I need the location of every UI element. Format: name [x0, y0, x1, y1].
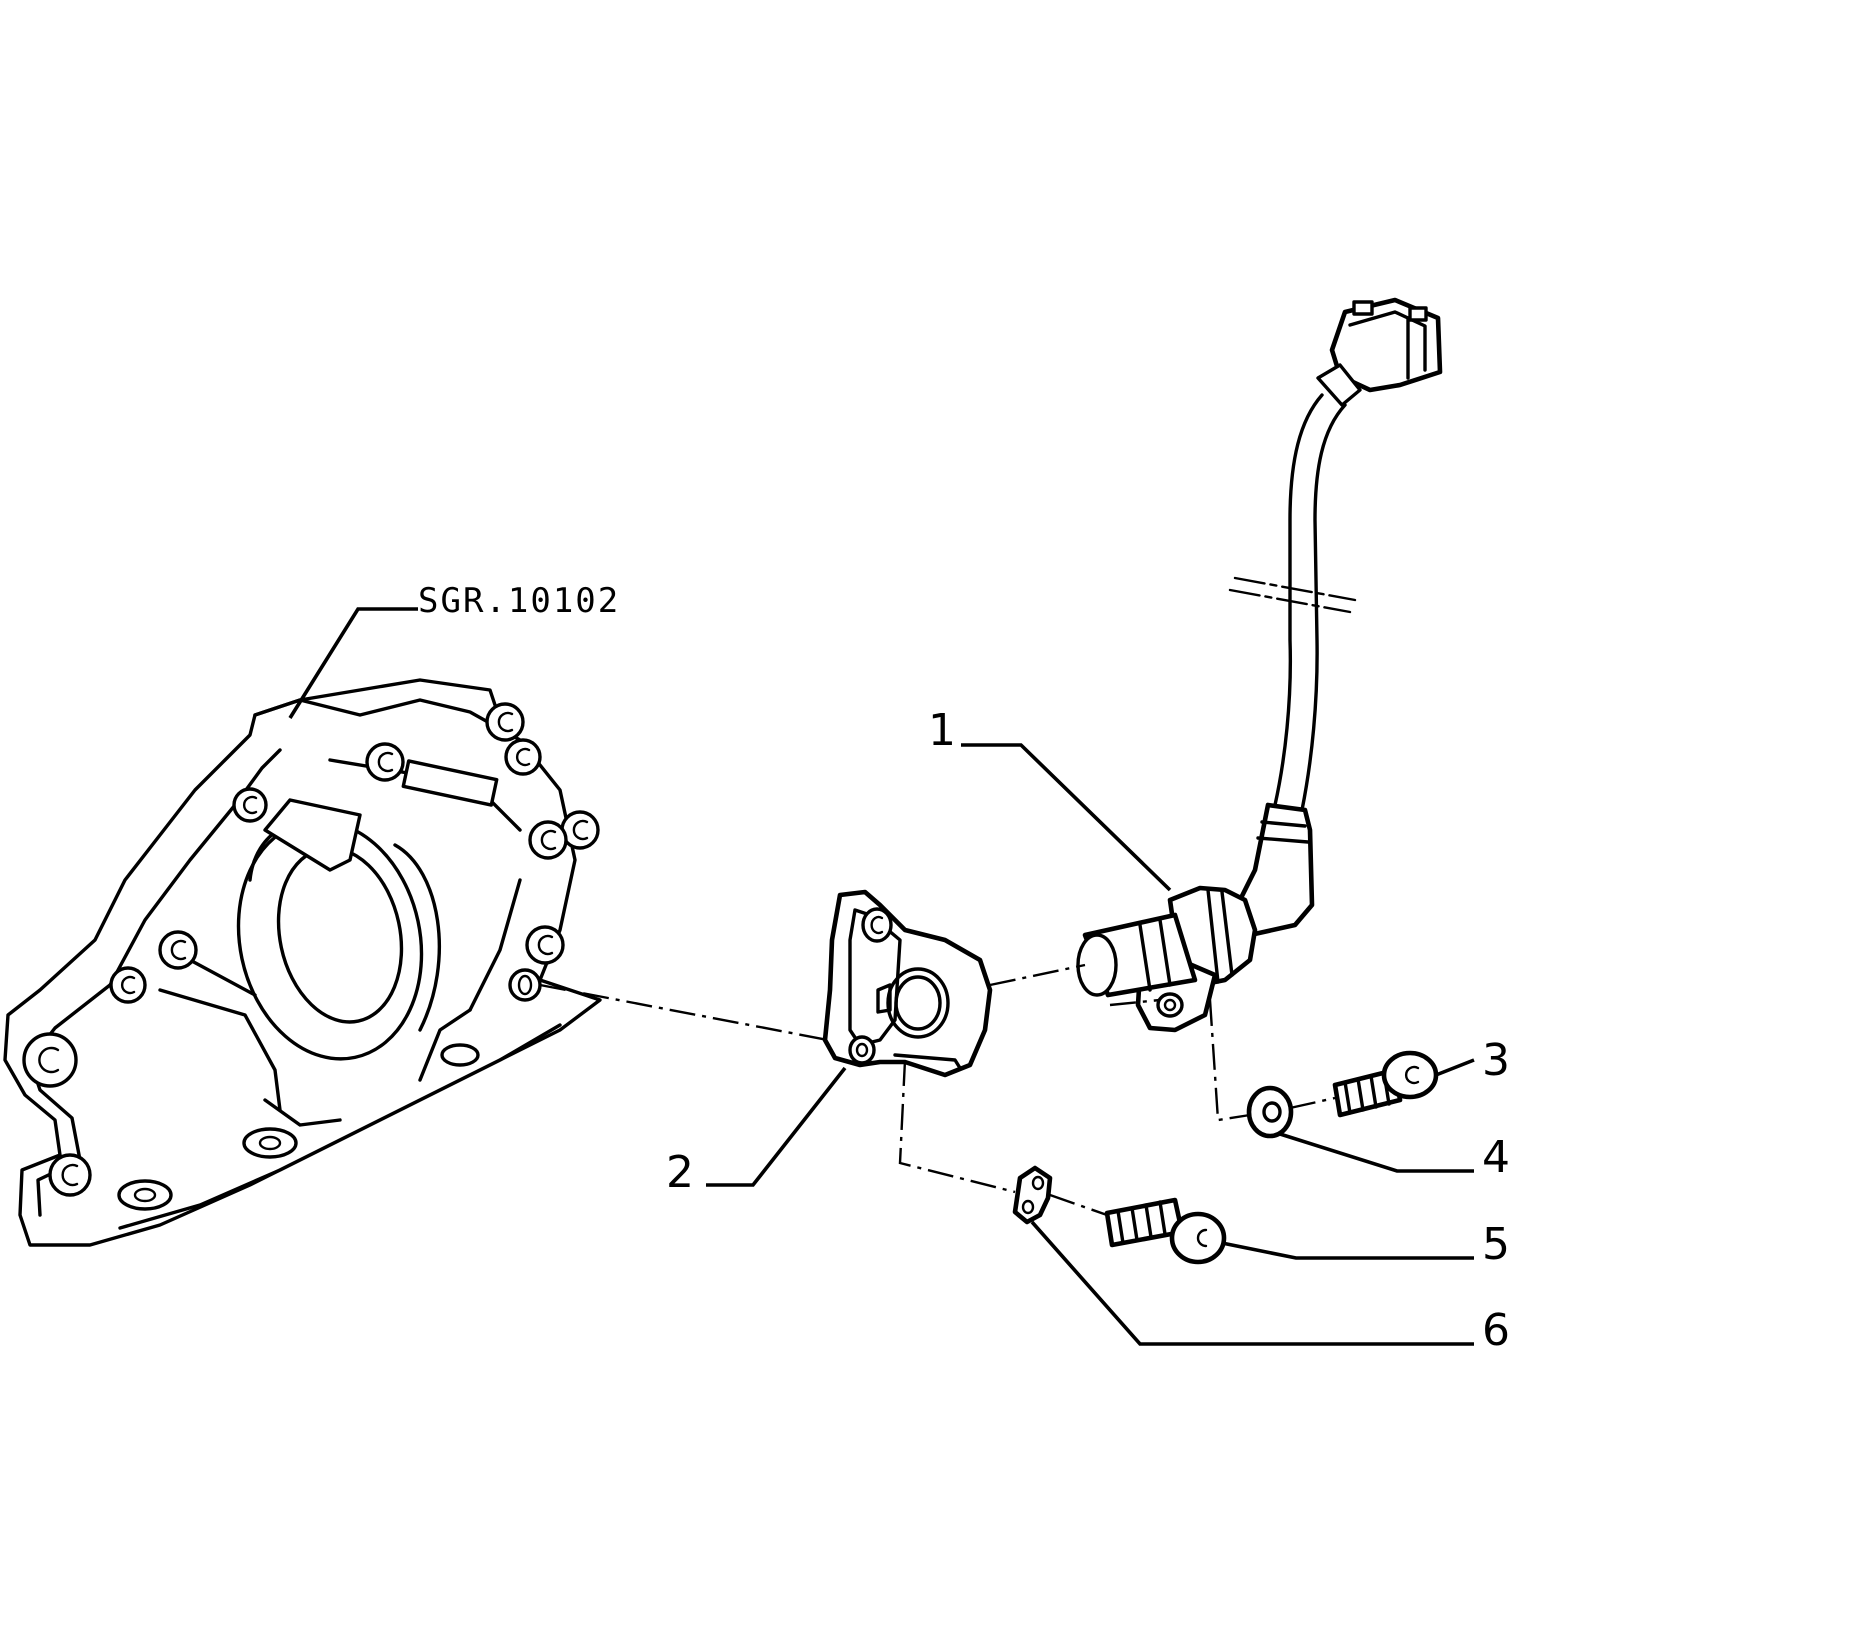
- leader-reference: [288, 607, 418, 719]
- callout-3: 3: [1482, 1035, 1510, 1086]
- reference-label: SGR.10102: [418, 581, 620, 621]
- leader-5: [1221, 1241, 1474, 1260]
- part-5-bolt: [1104, 1197, 1227, 1265]
- leader-6: [1030, 1220, 1474, 1346]
- callout-4: 4: [1482, 1132, 1510, 1183]
- part-6-clip: [1012, 1165, 1053, 1225]
- part-4-washer: [1246, 1085, 1294, 1139]
- leader-3: [1435, 1058, 1475, 1077]
- part-3-bolt: [1332, 1050, 1439, 1118]
- part-2-bracket: [822, 889, 993, 1078]
- engine-cover-housing: [3, 678, 602, 1247]
- callout-1: 1: [928, 705, 956, 756]
- part-1-sensor: [1076, 297, 1443, 1033]
- leader-2: [706, 1066, 847, 1187]
- assembly-axes: [539, 963, 1336, 1217]
- leader-lines: [288, 607, 1475, 1346]
- boss-holes: [22, 702, 600, 1211]
- callout-6: 6: [1482, 1305, 1510, 1356]
- callout-5: 5: [1482, 1219, 1510, 1270]
- callout-2: 2: [666, 1147, 694, 1198]
- leader-1: [961, 743, 1172, 892]
- leader-4: [1279, 1132, 1474, 1173]
